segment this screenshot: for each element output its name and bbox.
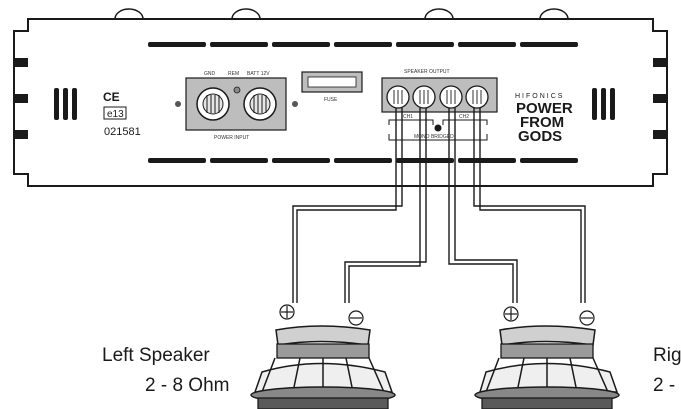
e-mark-box [103,106,127,120]
speaker-terminal-ch1-minus [412,85,436,109]
gnd-label: GND [204,71,216,77]
speaker-output-label: SPEAKER OUTPUT [404,69,450,75]
power-input-block: GND REM BATT 12V POWER INPUT [175,71,298,141]
right-speaker-impedance: 2 - [653,375,676,396]
speaker-terminal-ch2-minus [465,85,489,109]
speaker-terminal-ch2-plus [439,85,463,109]
power-terminal-gnd [196,87,230,121]
speaker-wires [292,108,586,303]
plus-icon [279,304,295,320]
right-speaker-name: Rig [653,345,681,366]
ch2-label: CH2 [459,114,469,120]
minus-icon [348,310,364,326]
left-speaker-icon [250,325,396,409]
right-speaker-icon [474,325,620,409]
mounting-tabs [114,8,569,20]
e-mark: e13 [107,109,124,120]
brand-logo: HIFONICS POWER FROM GODS [515,93,573,145]
speaker-output-block: SPEAKER OUTPUT CH1 CH2 MONO BRIDGED [381,69,498,141]
slogan-line-2: FROM [520,114,564,131]
power-input-label: POWER INPUT [214,135,249,141]
left-speaker-impedance: 2 - 8 Ohm [145,375,230,396]
left-speaker-name: Left Speaker [102,345,210,366]
approval-number: 021581 [104,126,141,138]
fuse-label: FUSE [324,97,338,103]
brand-name: HIFONICS [515,93,564,100]
slogan-line-1: POWER [516,100,573,117]
ce-mark: CE [103,90,120,104]
slogan-line-3: GODS [518,128,562,145]
speaker-terminal-ch1-plus [386,85,410,109]
rem-label: REM [228,71,239,77]
ch1-label: CH1 [403,114,413,120]
fuse-holder: FUSE [301,71,363,103]
minus-icon [579,310,595,326]
batt-label: BATT 12V [247,71,270,77]
power-terminal-batt [243,87,277,121]
plus-icon [503,306,519,322]
mono-bridged-label: MONO BRIDGED [414,134,454,140]
amplifier-body [13,18,668,187]
rem-terminal [233,86,241,94]
